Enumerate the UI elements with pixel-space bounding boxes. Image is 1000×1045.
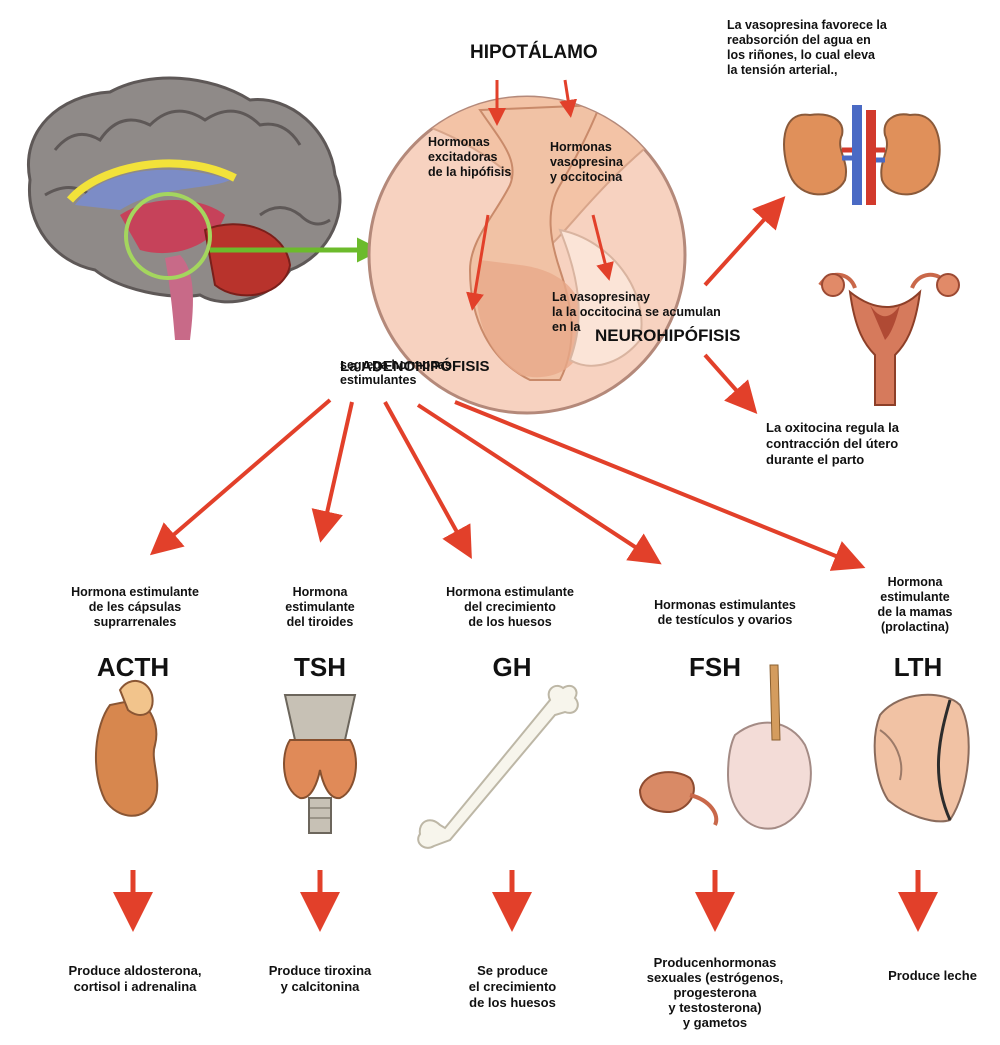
adeno-desc: segrega hormonas estimulantes: [340, 358, 452, 388]
label-vasopressin-oxytocin: Hormonas vasopresina y occitocina: [550, 140, 623, 185]
gonads-icon: [640, 665, 811, 829]
brain-icon: [28, 78, 340, 340]
effect-arrows: [133, 870, 918, 922]
bone-icon: [418, 686, 578, 848]
uterus-icon: [820, 274, 959, 405]
hormone-desc-lth: Hormona estimulante de la mamas (prolact…: [855, 575, 975, 635]
hormone-desc-acth: Hormona estimulante de les cápsulas supr…: [35, 585, 235, 630]
breast-icon: [875, 695, 969, 822]
effect-tsh: Produce tiroxina y calcitonina: [240, 963, 400, 995]
hormone-desc-gh: Hormona estimulante del crecimiento de l…: [410, 585, 610, 630]
arrow-to-uterus: [705, 355, 752, 408]
effect-fsh: Producenhormonas sexuales (estrógenos, p…: [620, 955, 810, 1030]
effect-acth: Produce aldosterona, cortisol i adrenali…: [20, 963, 250, 995]
vasopressin-effect-text: La vasopresina favorece la reabsorción d…: [727, 18, 887, 78]
hormone-abbr-tsh: TSH: [250, 652, 390, 683]
label-neurohypophysis: NEUROHIPÓFISIS: [595, 327, 740, 345]
adrenal-gland-icon: [96, 681, 157, 816]
hormone-desc-fsh: Hormonas estimulantes de testículos y ov…: [615, 598, 835, 628]
hormone-desc-tsh: Hormona estimulante del tiroides: [255, 585, 385, 630]
effect-lth: Produce leche: [870, 968, 995, 984]
kidneys-icon: [784, 105, 940, 205]
oxytocin-effect-text: La oxitocina regula la contracción del ú…: [766, 420, 899, 468]
adeno-arrows: [156, 400, 858, 565]
thyroid-icon: [284, 695, 356, 833]
hormone-abbr-fsh: FSH: [645, 652, 785, 683]
effect-gh: Se produce el crecimiento de los huesos: [430, 963, 595, 1011]
hypothalamus-title: HIPOTÁLAMO: [470, 42, 598, 64]
label-excitatory-hormones: Hormonas excitadoras de la hipófisis: [428, 135, 511, 180]
hormone-abbr-acth: ACTH: [63, 652, 203, 683]
arrow-to-kidneys: [705, 202, 780, 285]
hormone-abbr-gh: GH: [442, 652, 582, 683]
hormone-abbr-lth: LTH: [848, 652, 988, 683]
